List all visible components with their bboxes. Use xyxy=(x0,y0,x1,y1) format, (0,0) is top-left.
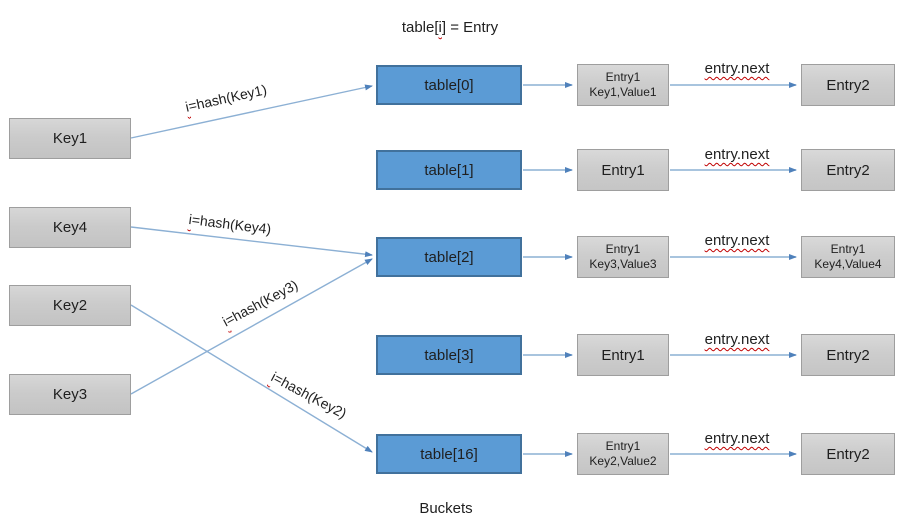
arrow-key4-to-table2 xyxy=(130,226,373,258)
arrow-key1-to-table0 xyxy=(130,84,373,139)
arrow-key3-to-table2 xyxy=(130,258,373,395)
arrow-key2-to-table16 xyxy=(130,304,373,453)
